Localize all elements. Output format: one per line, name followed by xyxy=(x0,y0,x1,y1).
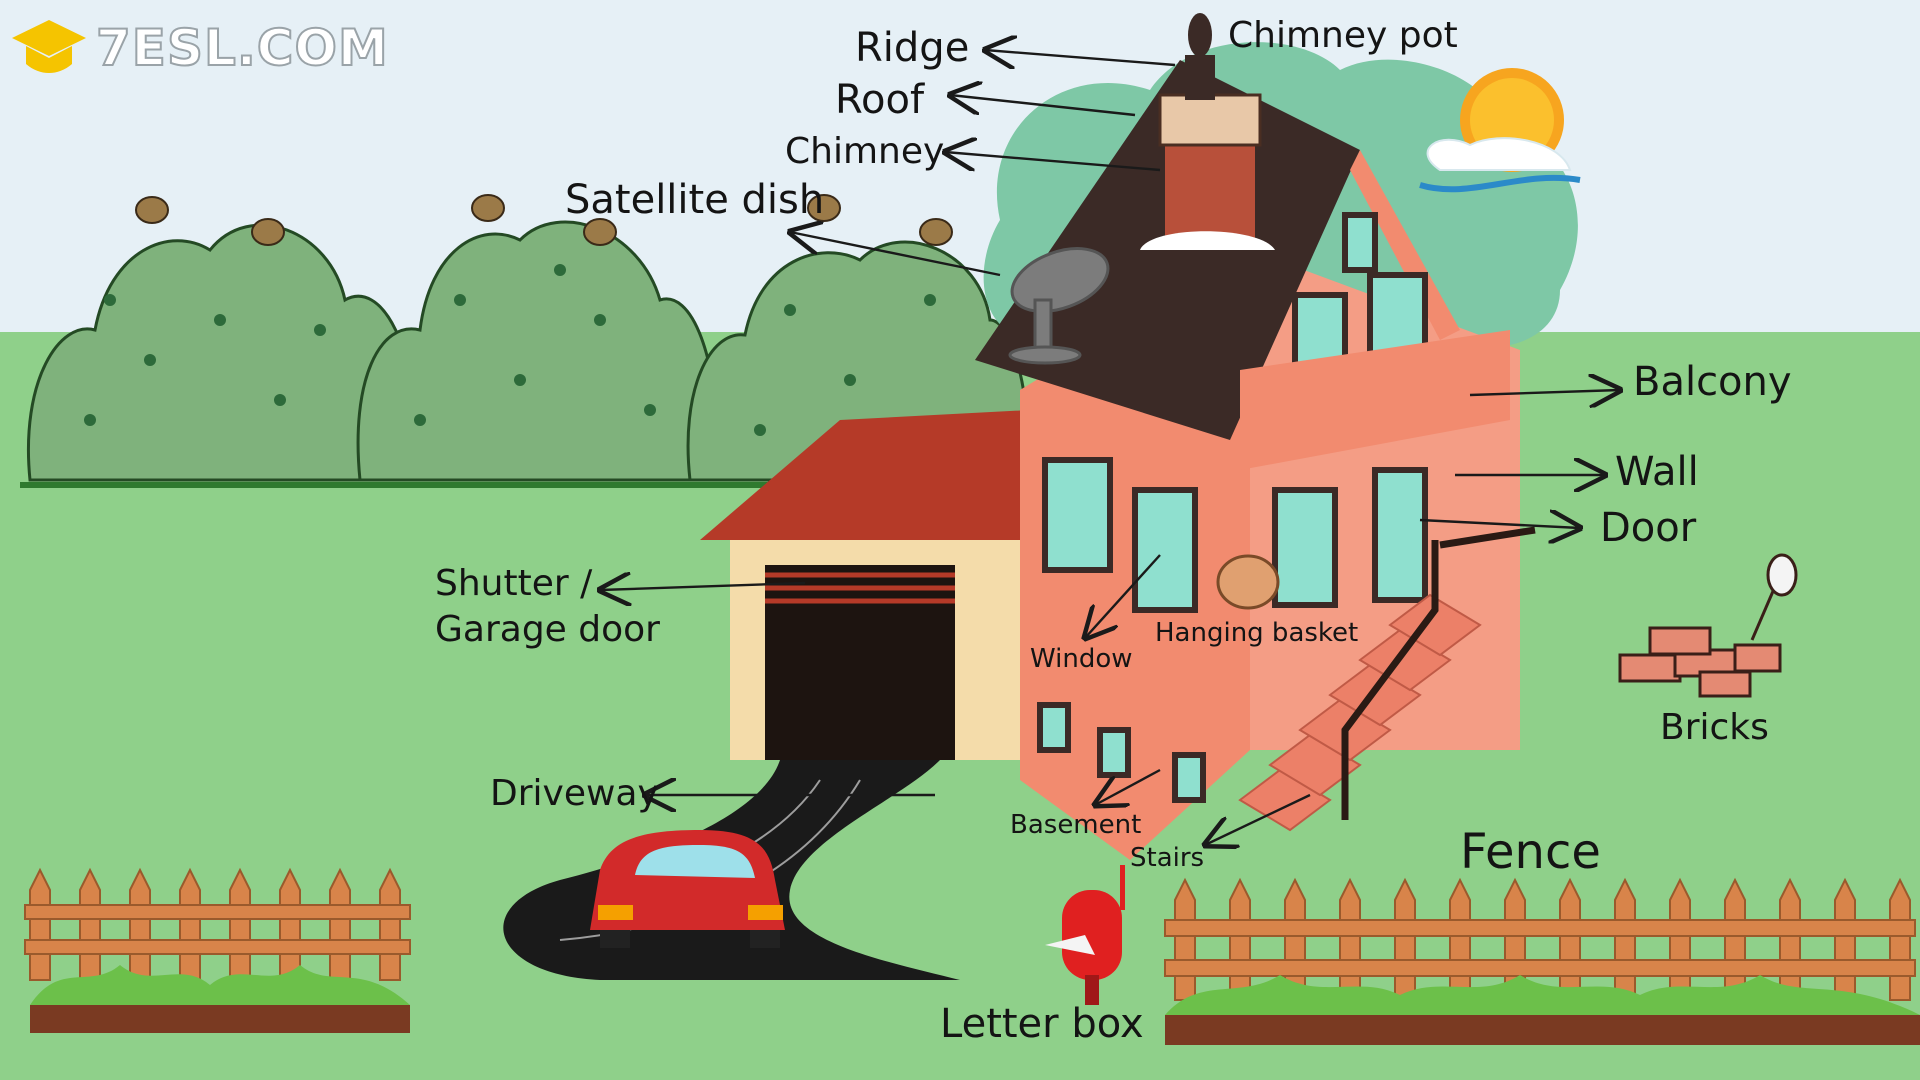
sun-icon xyxy=(1419,68,1581,193)
garage xyxy=(700,410,1030,760)
chimney xyxy=(1140,13,1275,250)
car xyxy=(590,830,785,948)
letter-box xyxy=(1045,865,1125,1005)
house xyxy=(975,13,1536,860)
label-satellite-dish: Satellite dish xyxy=(565,177,825,223)
label-chimney: Chimney xyxy=(785,131,945,172)
balcony-ledge xyxy=(1240,330,1510,470)
label-driveway: Driveway xyxy=(490,773,659,814)
hanging-basket xyxy=(1216,554,1280,610)
bricks xyxy=(1618,553,1798,698)
brand-logo: 7ESL.COM xyxy=(10,16,389,80)
birds xyxy=(135,194,953,246)
fence-left xyxy=(24,867,411,1033)
label-chimney-pot: Chimney pot xyxy=(1228,15,1458,56)
label-fence: Fence xyxy=(1460,824,1601,880)
label-roof: Roof xyxy=(835,77,925,123)
label-door: Door xyxy=(1600,505,1697,551)
label-letter-box: Letter box xyxy=(940,1001,1144,1047)
label-garage-door: Garage door xyxy=(435,609,660,650)
label-bricks: Bricks xyxy=(1660,707,1769,748)
fence-right xyxy=(1164,877,1920,1045)
label-window: Window xyxy=(1030,644,1133,674)
windows xyxy=(1037,212,1428,803)
brand-name: 7ESL.COM xyxy=(95,18,389,78)
label-shutter: Shutter / xyxy=(435,563,593,604)
callout-arrows xyxy=(600,50,1620,845)
label-wall: Wall xyxy=(1615,449,1699,495)
label-basement: Basement xyxy=(1010,810,1142,840)
graduation-cap-icon xyxy=(12,20,86,73)
satellite-dish xyxy=(1008,247,1110,365)
label-balcony: Balcony xyxy=(1633,359,1792,405)
label-hanging-basket: Hanging basket xyxy=(1155,618,1359,648)
label-ridge: Ridge xyxy=(855,25,970,71)
label-stairs: Stairs xyxy=(1130,843,1205,873)
bush-dots xyxy=(84,264,936,436)
stair-railing xyxy=(1341,526,1536,820)
